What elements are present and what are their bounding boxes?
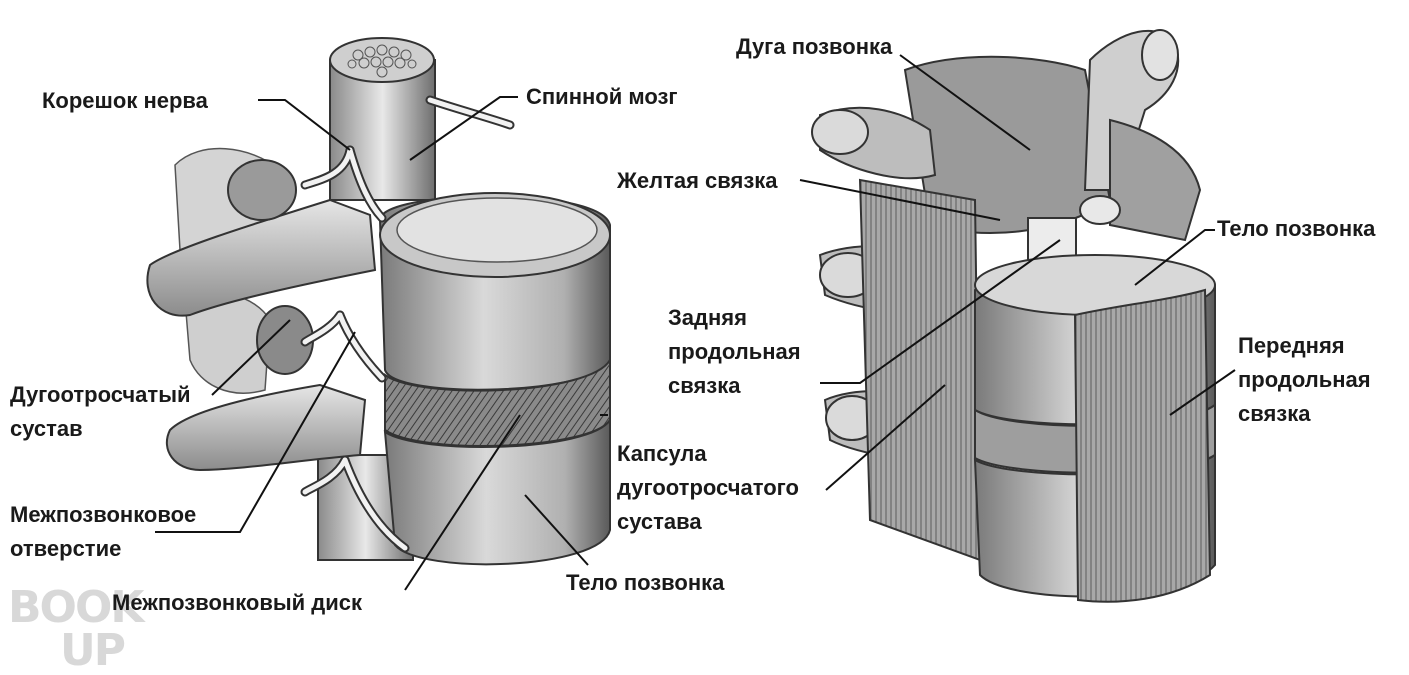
spinal-cord-top — [329, 37, 435, 83]
leader-disc — [404, 414, 521, 591]
label-facet-joint-line2: сустав — [10, 416, 83, 441]
upper-endplate-inner — [396, 197, 598, 263]
label-posterior-line3: связка — [668, 373, 741, 398]
leader-posterior-ligament — [820, 239, 1061, 384]
spinal-cord — [329, 59, 436, 201]
upper-spinous-tip — [1141, 29, 1179, 81]
label-anterior-ligament: Передняя продольная связка — [1238, 329, 1371, 431]
watermark-line1: BOOK — [8, 582, 146, 633]
yellow-ligament — [1027, 217, 1077, 261]
lamina-stack — [1109, 118, 1202, 242]
nerve-roots-highlight — [302, 97, 513, 551]
label-left-body: Тело позвонка — [566, 570, 725, 595]
label-right-body: Тело позвонка — [1217, 216, 1376, 241]
label-facet-joint: Дугоотросчатый сустав — [10, 378, 191, 446]
leader-flavum — [799, 179, 1001, 221]
label-capsule-line1: Капсула — [617, 441, 707, 466]
label-arch: Дуга позвонка — [736, 34, 893, 59]
lower-transverse-process — [165, 383, 367, 472]
label-anterior-line2: продольная — [1238, 367, 1371, 392]
label-facet-joint-line1: Дугоотросчатый — [10, 382, 191, 407]
label-nerve-root: Корешок нерва — [42, 88, 208, 113]
label-posterior-ligament: Задняя продольная связка — [668, 301, 801, 403]
yellow-ligament-cap — [1079, 195, 1121, 225]
label-spinal-cord: Спинной мозг — [526, 84, 678, 109]
leader-right-body-upper — [1134, 229, 1215, 286]
leader-arch — [899, 54, 1031, 151]
spinal-cord-fibers — [347, 44, 417, 78]
left-leader-lines — [155, 96, 608, 591]
anterior-ligament-band — [1073, 288, 1212, 603]
label-anterior-line3: связка — [1238, 401, 1311, 426]
label-posterior-line1: Задняя — [668, 305, 747, 330]
label-foramen-line1: Межпозвонковое — [10, 502, 197, 527]
leader-left-body — [524, 494, 589, 566]
upper-transverse-tip — [811, 109, 869, 155]
upper-articular-process — [227, 159, 297, 221]
leader-foramen — [155, 331, 356, 533]
leader-anterior-ligament — [1169, 369, 1236, 416]
left-vertebra-illustration — [146, 37, 611, 591]
leader-facet-joint — [211, 319, 291, 396]
leader-capsule-right — [825, 384, 946, 491]
right-leader-lines — [799, 54, 1236, 491]
label-capsule-line3: сустава — [617, 509, 702, 534]
label-flavum: Желтая связка — [617, 168, 778, 193]
label-disc: Межпозвонковый диск — [112, 590, 363, 615]
label-anterior-line1: Передняя — [1238, 333, 1345, 358]
label-posterior-line2: продольная — [668, 339, 801, 364]
upper-transverse-process — [146, 198, 377, 317]
leader-spinal-cord — [409, 96, 518, 161]
label-foramen-line2: отверстие — [10, 536, 122, 561]
leader-nerve-root — [258, 99, 351, 151]
label-capsule-line2: дугоотросчатого — [617, 475, 799, 500]
label-foramen: Межпозвонковое отверстие — [10, 498, 196, 566]
right-vertebra-illustration — [799, 29, 1236, 603]
watermark-line2: UP — [60, 625, 125, 670]
label-capsule: Капсула дугоотросчатого сустава — [617, 437, 799, 539]
watermark-logo: BOOK UP — [8, 582, 148, 675]
